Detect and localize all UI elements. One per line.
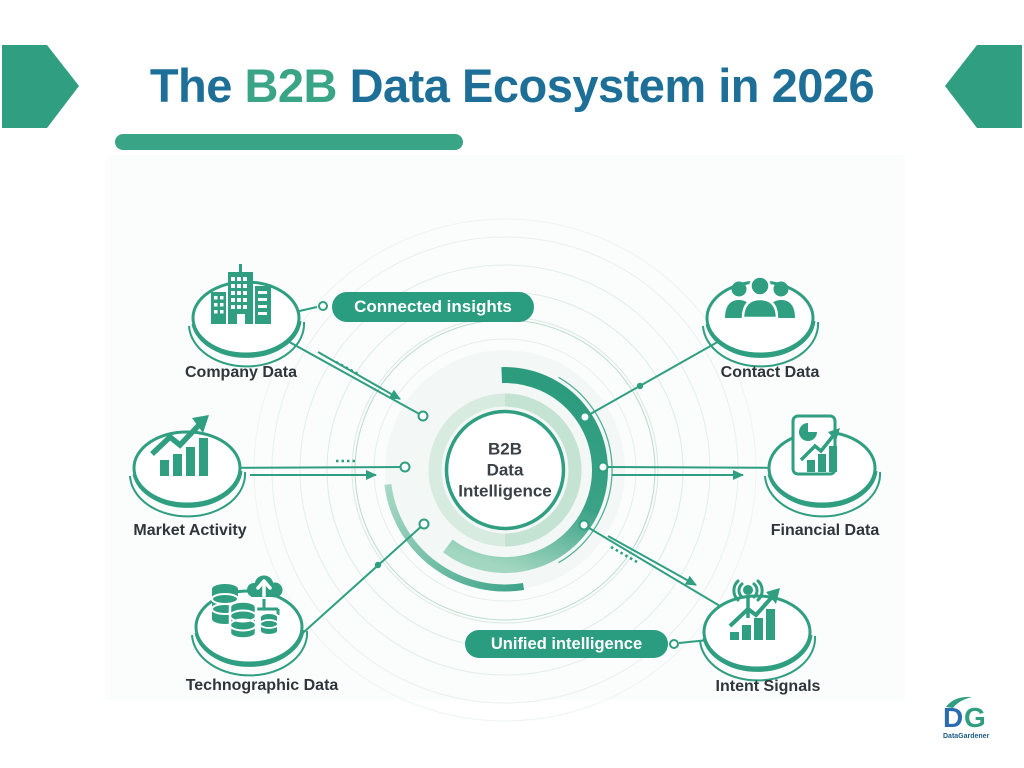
logo-wordmark: DataGardener [943,733,990,740]
datagardener-logo: D G DataGardener [940,694,1006,747]
building-icon [188,264,306,368]
connected-insights-badge: Connected insights [332,292,534,322]
logo-letter-d: D [943,702,963,733]
lower-left-arc [384,483,525,592]
database-cloud-icon [191,575,309,677]
label-market-activity: Market Activity [133,522,247,539]
label-technographic-data: Technographic Data [185,677,339,694]
label-intent-signals: Intent Signals [715,678,821,695]
dot-technographic-spoke [374,561,382,569]
hub-line-2: Data [486,460,524,480]
arrow-inward-topleft [317,351,401,400]
label-contact-data: Contact Data [720,364,820,381]
people-icon [702,275,820,368]
title-underline [115,134,463,150]
dotted-accents [335,360,638,564]
arrow-outward-bottomright [607,535,697,586]
logo-leaf-icon [946,696,972,708]
dot-contact-spoke [636,382,644,390]
unified-badge-node [669,639,679,649]
label-financial-data: Financial Data [770,522,880,539]
label-company-data: Company Data [184,364,298,381]
hub-line-3: Intelligence [458,481,552,501]
unified-intelligence-badge: Unified intelligence [465,630,668,658]
bar-chart-growth-icon [129,415,247,518]
hub-circle [444,409,566,531]
hub-title: B2B Data Intelligence [446,439,564,502]
thin-accent-arc [558,376,613,564]
header-left-chevron [2,45,79,128]
title-suffix: Data Ecosystem in 2026 [349,59,875,112]
title-highlight: B2B [244,59,337,112]
header-right-chevron [945,45,1022,128]
node-intent-signals [692,574,822,684]
spoke-intent [583,524,731,613]
financial-report-icon [764,414,882,518]
connector-nodes [399,410,609,531]
page-title: The B2B Data Ecosystem in 2026 [0,58,1024,113]
node-technographic-data [184,569,314,679]
signal-antenna-icon [699,579,817,682]
node-market-activity [122,410,252,520]
pale-ring-shade [504,393,582,547]
spoke-technographic [294,523,425,641]
connected-badge-node [318,301,328,311]
hub-line-1: B2B [487,439,522,459]
node-financial-data [757,410,887,520]
spoke-arrows [250,351,744,586]
outer-thick-arc [442,367,608,573]
node-company-data [181,260,311,370]
title-prefix: The [149,59,233,112]
dg-logo-icon: D G DataGardener [943,696,990,740]
node-contact-data [695,260,825,370]
logo-letter-g: G [964,702,986,733]
